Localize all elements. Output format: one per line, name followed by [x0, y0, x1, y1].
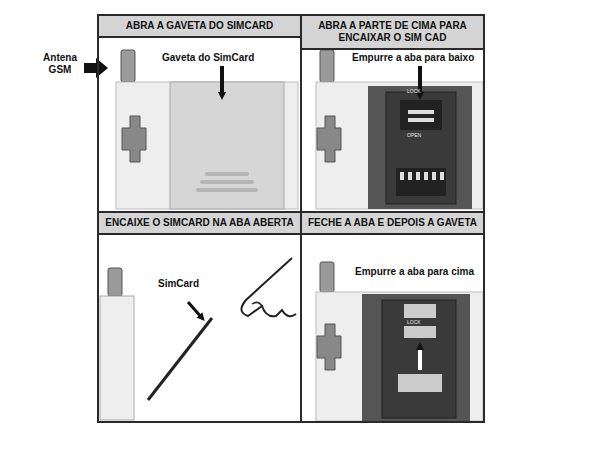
step-header: ENCAIXE O SIMCARD NA ABA ABERTA: [99, 213, 300, 235]
step-header: FECHE A ABA E DEPOIS A GAVETA: [302, 213, 483, 235]
step-header: ABRA A GAVETA DO SIMCARD: [99, 16, 300, 38]
step-panel: ABRA A GAVETA DO SIMCARD: [97, 14, 302, 213]
step-panel: ENCAIXE O SIMCARD NA ABA ABERTA: [97, 211, 302, 423]
antenna-arrow: [84, 58, 108, 78]
callout-label: Empurre a aba para baixo: [352, 52, 474, 64]
callout-label: Gaveta do SimCard: [162, 52, 254, 64]
holder-marking: LOCK: [407, 319, 421, 326]
device-bottom-right: [316, 262, 483, 421]
callout-label: Antena GSM: [38, 52, 82, 76]
step-panel: FECHE A ABA E DEPOIS A GAVETA: [300, 211, 485, 423]
step-header: ABRA A PARTE DE CIMA PARA ENCAIXAR O SIM…: [302, 16, 483, 50]
device-top-left: [116, 50, 298, 209]
device-bottom-left: [100, 258, 296, 420]
callout-label: Empurre a aba para cima: [355, 266, 474, 278]
device-top-right: [316, 50, 483, 209]
step-panel: ABRA A PARTE DE CIMA PARA ENCAIXAR O SIM…: [300, 14, 485, 213]
holder-marking: OPEN: [407, 132, 421, 139]
callout-label: SimCard: [158, 278, 199, 290]
holder-marking: LOCK: [407, 88, 421, 95]
